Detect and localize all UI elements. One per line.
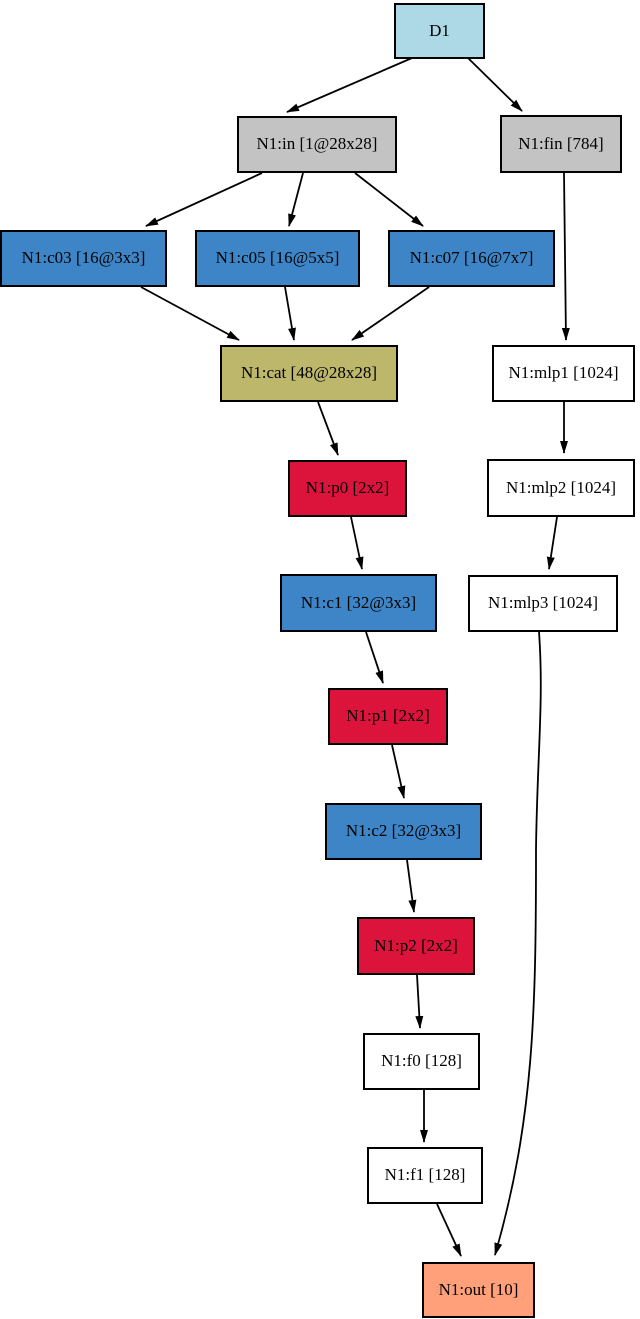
node-d1: D1 [394,3,485,59]
node-c03: N1:c03 [16@3x3] [0,230,167,287]
node-c1: N1:c1 [32@3x3] [280,574,437,632]
node-c2-label: N1:c2 [32@3x3] [345,821,462,841]
edge-in-c03 [145,172,263,227]
node-fin-label: N1:fin [784] [518,133,604,153]
node-mlp2-label: N1:mlp2 [1024] [505,477,617,497]
edge-mlp3-out [494,631,542,1256]
node-f1: N1:f1 [128] [367,1147,483,1204]
edge-f1-out [436,1203,462,1257]
node-c03-label: N1:c03 [16@3x3] [21,248,146,268]
node-f1-label: N1:f1 [128] [384,1165,466,1185]
node-in-label: N1:in [1@28x28] [256,134,378,154]
node-p0-label: N1:p0 [2x2] [305,478,390,498]
node-c07: N1:c07 [16@7x7] [388,230,555,287]
node-f0: N1:f0 [128] [363,1033,480,1090]
node-out-label: N1:out [10] [438,1279,519,1299]
edge-p0-c1 [350,516,364,570]
edge-c03-cat [140,286,240,341]
node-c05: N1:c05 [16@5x5] [195,230,360,287]
node-c07-label: N1:c07 [16@7x7] [409,248,534,268]
edge-p1-c2 [391,744,406,799]
edge-in-c05 [288,172,304,227]
edge-c05-cat [284,286,296,341]
node-c1-label: N1:c1 [32@3x3] [300,592,417,612]
edge-c1-p1 [365,631,384,684]
edge-c2-p2 [406,859,417,913]
edge-p2-f0 [415,974,424,1029]
node-d1-label: D1 [429,20,450,40]
node-p0: N1:p0 [2x2] [288,460,407,517]
edge-mlp2-mlp3 [546,516,558,570]
node-cat: N1:cat [48@28x28] [220,345,398,402]
node-c05-label: N1:c05 [16@5x5] [215,248,340,268]
edge-cat-p0 [317,401,339,456]
node-mlp2: N1:mlp2 [1024] [487,459,635,517]
node-mlp1: N1:mlp1 [1024] [492,345,635,402]
node-c2: N1:c2 [32@3x3] [325,803,482,860]
edge-fin-mlp1 [561,172,570,341]
node-fin: N1:fin [784] [500,115,622,173]
node-out: N1:out [10] [422,1262,535,1318]
node-mlp3-label: N1:mlp3 [1024] [487,593,599,613]
node-mlp3: N1:mlp3 [1024] [468,575,618,632]
edge-c07-cat [351,286,430,341]
node-p1: N1:p1 [2x2] [328,688,448,745]
edge-d1-fin [467,57,523,112]
node-p1-label: N1:p1 [2x2] [346,706,430,726]
node-cat-label: N1:cat [48@28x28] [240,363,378,383]
node-p2: N1:p2 [2x2] [357,917,475,975]
node-in: N1:in [1@28x28] [237,116,397,173]
edge-d1-in [286,57,413,113]
edge-in-c07 [354,172,424,227]
node-p2-label: N1:p2 [2x2] [374,935,458,955]
node-mlp1-label: N1:mlp1 [1024] [508,363,619,383]
node-f0-label: N1:f0 [128] [381,1051,462,1071]
